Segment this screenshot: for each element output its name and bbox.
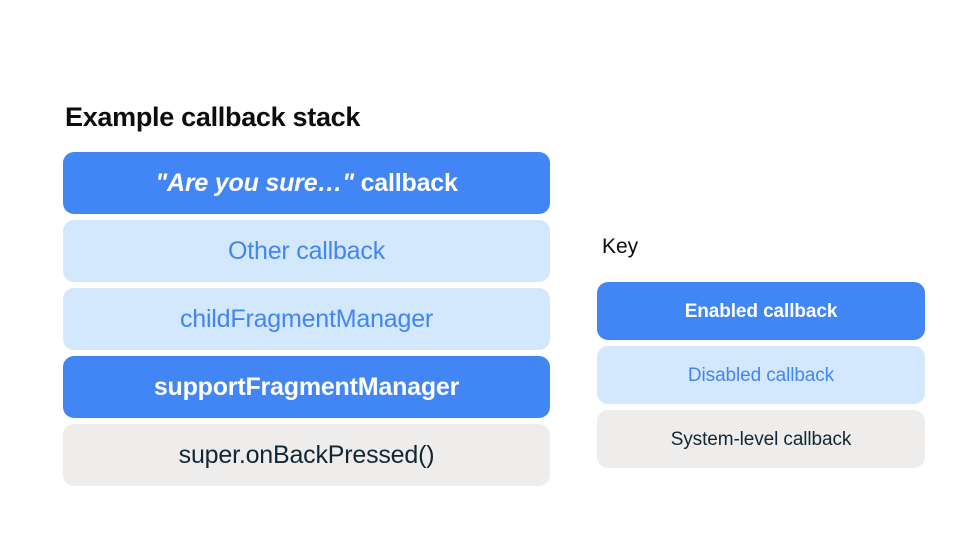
- key-title: Key: [602, 235, 639, 258]
- stack-row-label-plain: callback: [353, 168, 458, 197]
- stack-row-label: super.onBackPressed(): [178, 440, 435, 469]
- stack-row-super-onbackpressed[interactable]: super.onBackPressed(): [63, 424, 550, 486]
- stack-row-supportfragmentmanager[interactable]: supportFragmentManager: [63, 356, 550, 418]
- key-item-label: Enabled callback: [684, 300, 838, 322]
- stack-row-other-callback[interactable]: Other callback: [63, 220, 550, 282]
- key-item-system-level-callback: System-level callback: [597, 410, 925, 468]
- key-legend-section: Key Enabled callback Disabled callback S…: [597, 234, 925, 468]
- callback-stack-list: "Are you sure…" callback Other callback …: [63, 152, 550, 486]
- stack-title: Example callback stack: [65, 102, 361, 132]
- stack-row-label: Other callback: [228, 236, 385, 265]
- key-item-label: Disabled callback: [687, 364, 835, 386]
- callback-stack-section: Example callback stack "Are you sure…" c…: [63, 100, 550, 486]
- stack-row-label-quoted: "Are you sure…": [155, 168, 354, 197]
- stack-row-label: "Are you sure…" callback: [155, 168, 458, 197]
- key-item-enabled-callback: Enabled callback: [597, 282, 925, 340]
- stack-row-are-you-sure-callback[interactable]: "Are you sure…" callback: [63, 152, 550, 214]
- key-item-label: System-level callback: [670, 428, 852, 450]
- stack-row-label: supportFragmentManager: [153, 372, 460, 401]
- key-legend-list: Enabled callback Disabled callback Syste…: [597, 282, 925, 468]
- stack-row-childfragmentmanager[interactable]: childFragmentManager: [63, 288, 550, 350]
- stack-row-label: childFragmentManager: [179, 304, 434, 333]
- key-item-disabled-callback: Disabled callback: [597, 346, 925, 404]
